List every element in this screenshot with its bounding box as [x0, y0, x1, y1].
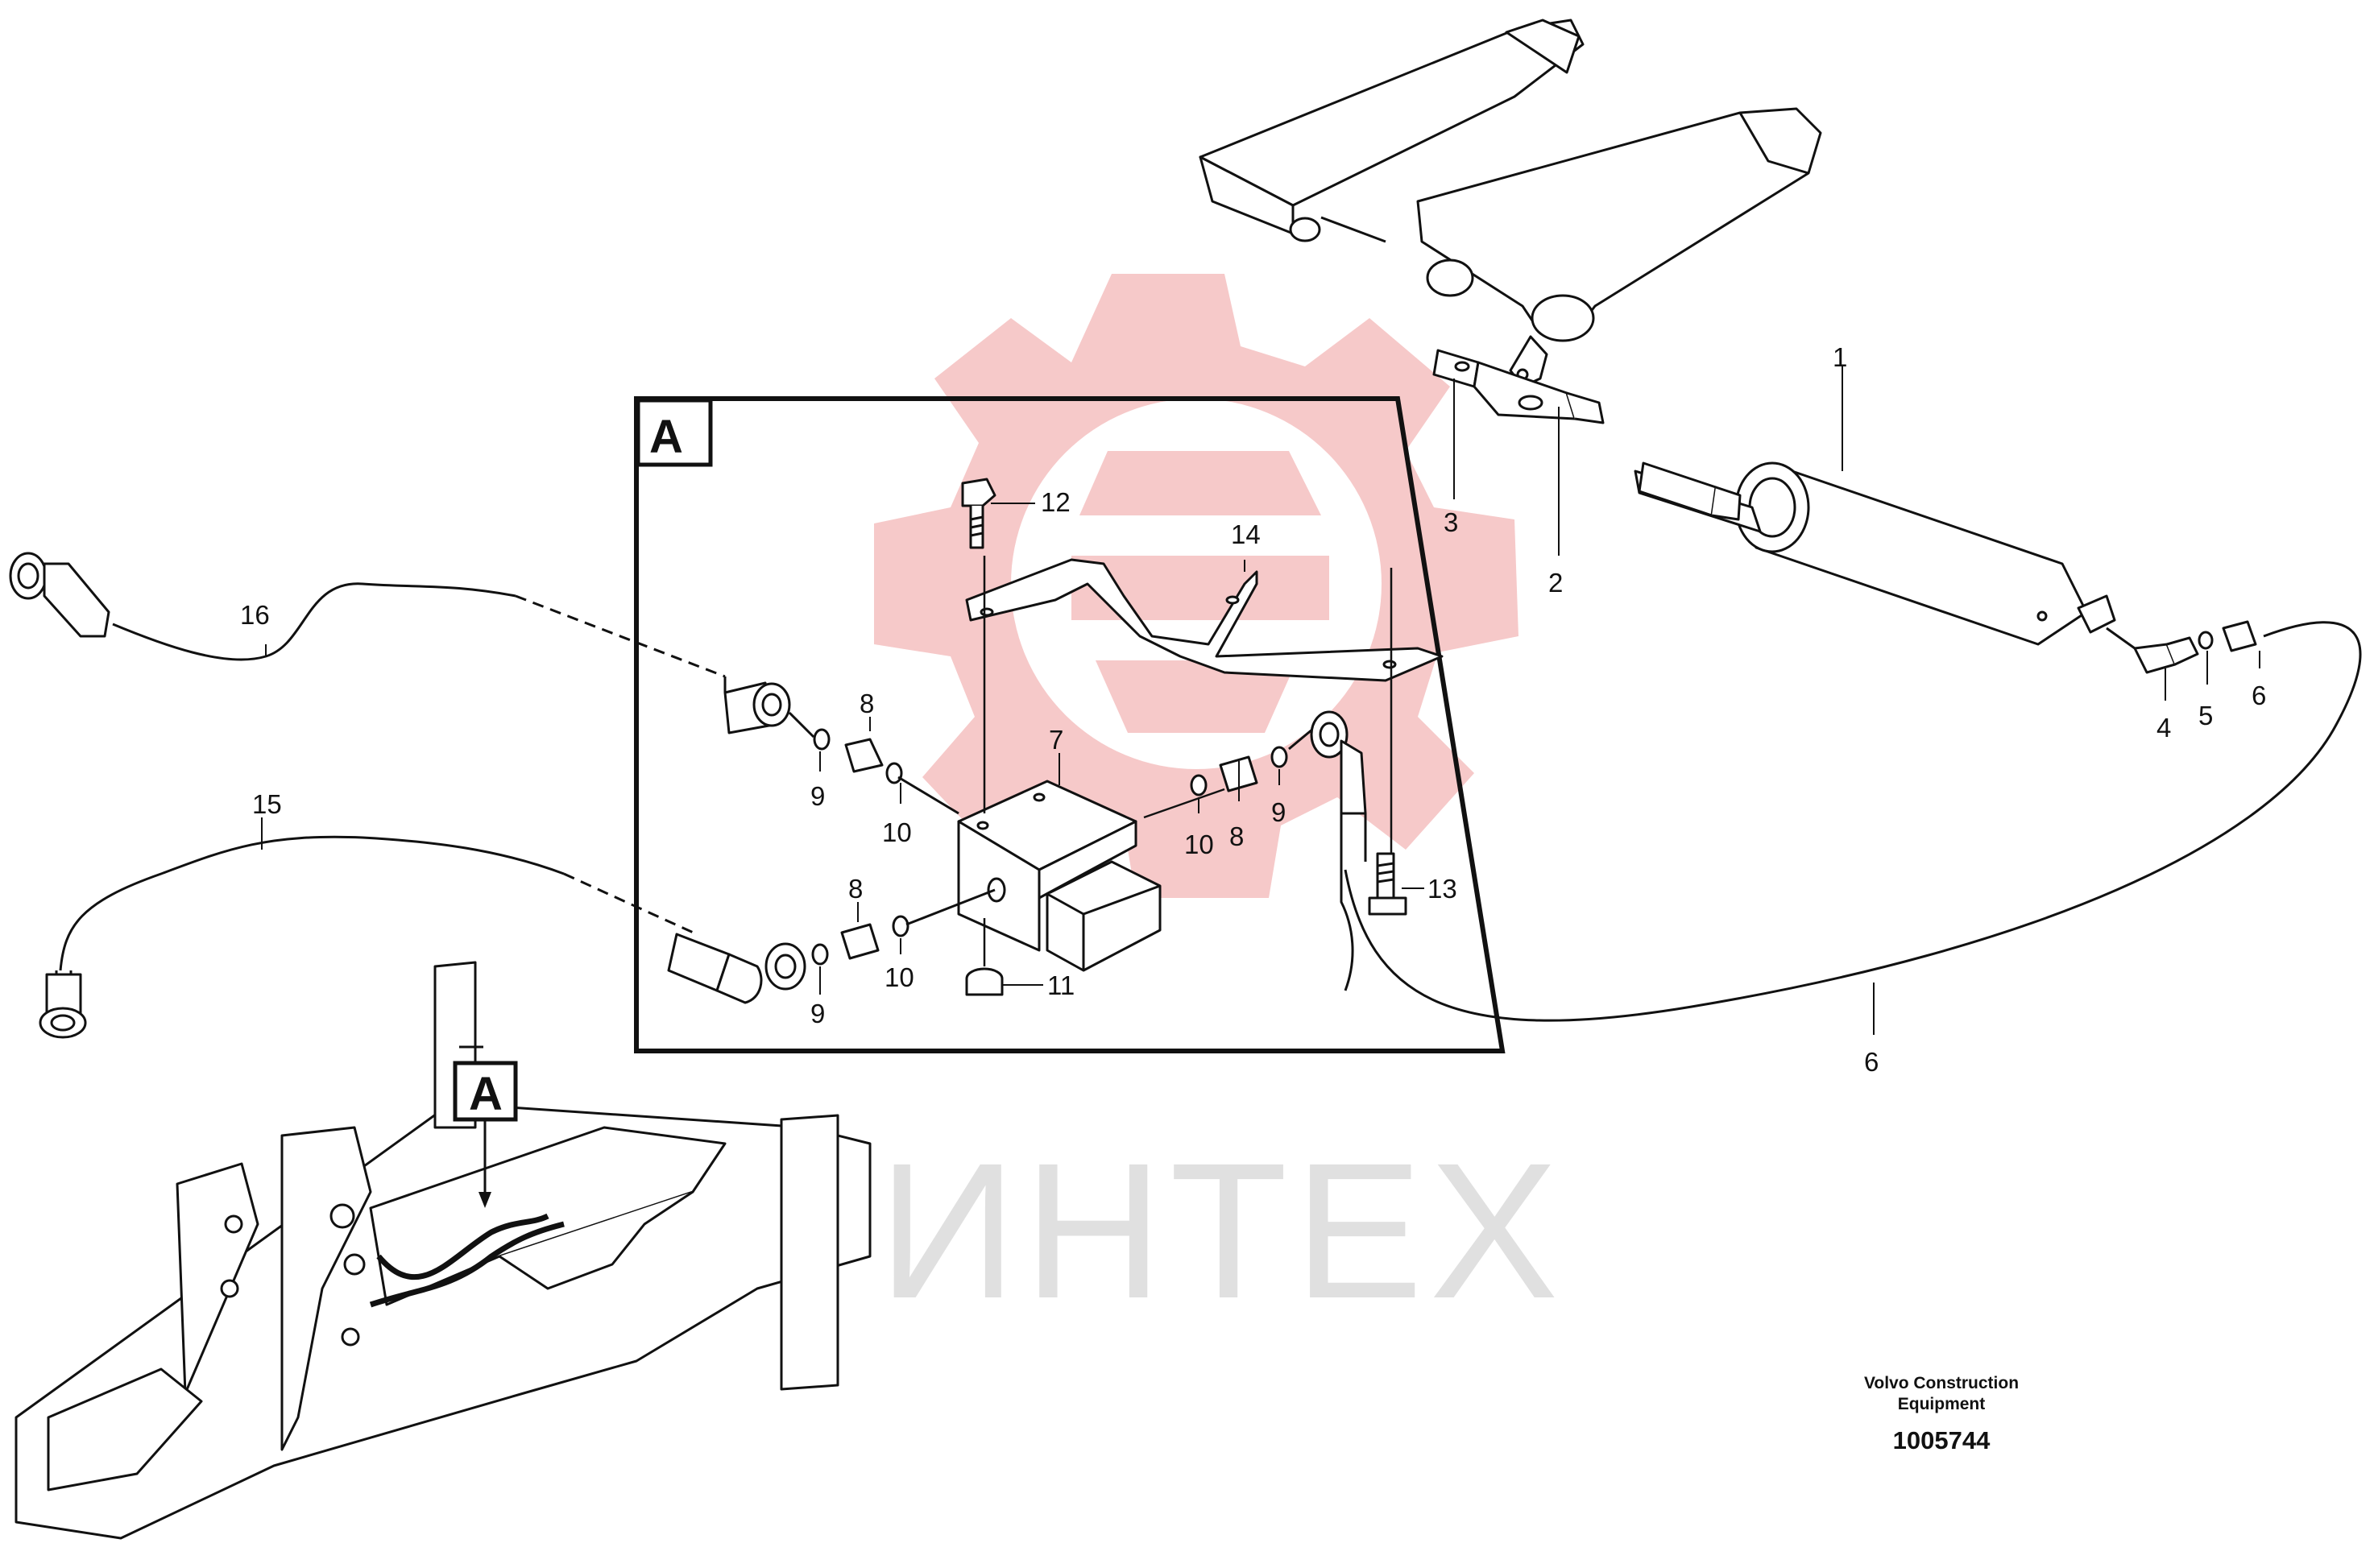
callout-label: 10	[885, 962, 914, 992]
detail-a-label: A	[649, 411, 683, 463]
callout-label: 3	[1444, 507, 1458, 537]
callout-label: 9	[1271, 797, 1286, 827]
callout-label: 7	[1049, 725, 1063, 755]
hose-6	[1344, 621, 2362, 1022]
fittings-lower-left	[667, 888, 996, 1004]
credit-number: 1005744	[1892, 1426, 1991, 1454]
callout-label: 12	[1041, 487, 1071, 517]
detail-frame-a	[634, 396, 1506, 1053]
callout-label: 15	[252, 789, 282, 819]
callout-label: 2	[1548, 568, 1563, 598]
fittings-top-left	[723, 681, 959, 815]
callout-label: 6	[2252, 681, 2266, 710]
frame-detail-a	[453, 1061, 518, 1208]
callout-label: 10	[882, 817, 912, 847]
fittings-4-5-6	[2106, 620, 2257, 674]
loader-arm	[1199, 19, 1822, 388]
hose-16-fitting	[9, 552, 110, 638]
hose-16	[112, 582, 727, 693]
frame-wiring	[369, 1213, 565, 1308]
bolt-12	[961, 478, 996, 549]
callout-label: 5	[2198, 701, 2213, 730]
callout-label: 10	[1184, 830, 1214, 859]
callout-label: 14	[1231, 519, 1261, 549]
callout-label: 13	[1427, 874, 1457, 904]
callout-label: 8	[848, 874, 863, 904]
callout-label: 8	[860, 689, 874, 718]
callout-labels: 1 2 3 4 5 6 6 7 8 8 8 9 9 9 10 10 10 11 …	[240, 342, 2266, 1120]
valve-block-7	[957, 780, 1162, 972]
bolt-13	[1368, 852, 1407, 916]
hose-15-fitting	[39, 973, 87, 1039]
hose-15	[55, 835, 698, 1019]
callout-label: 9	[810, 781, 825, 811]
callout-label: 16	[240, 600, 270, 630]
clevis-pin	[1432, 349, 1605, 424]
hydraulic-cylinder	[1634, 461, 2116, 646]
callout-label: 11	[1047, 970, 1075, 1000]
watermark-gear-icon	[874, 274, 1518, 898]
callout-label: 1	[1833, 342, 1847, 372]
callout-label: 4	[2156, 713, 2171, 743]
nut-11	[965, 967, 1004, 996]
frame-a-label: A	[469, 1068, 503, 1120]
callout-label: 9	[810, 999, 825, 1028]
watermark-text: ИНТЕХ	[878, 1123, 1565, 1338]
credit-line-1: Volvo Construction	[1863, 1374, 2020, 1392]
callout-label: 8	[1229, 821, 1244, 851]
credit-line-2: Equipment	[1897, 1395, 1986, 1413]
callout-label: 6	[1864, 1047, 1879, 1077]
callout-leaders	[261, 366, 2260, 1035]
credit-block: Volvo Construction Equipment 1005744	[1796, 1373, 2086, 1455]
assembly-lines	[983, 556, 1393, 966]
